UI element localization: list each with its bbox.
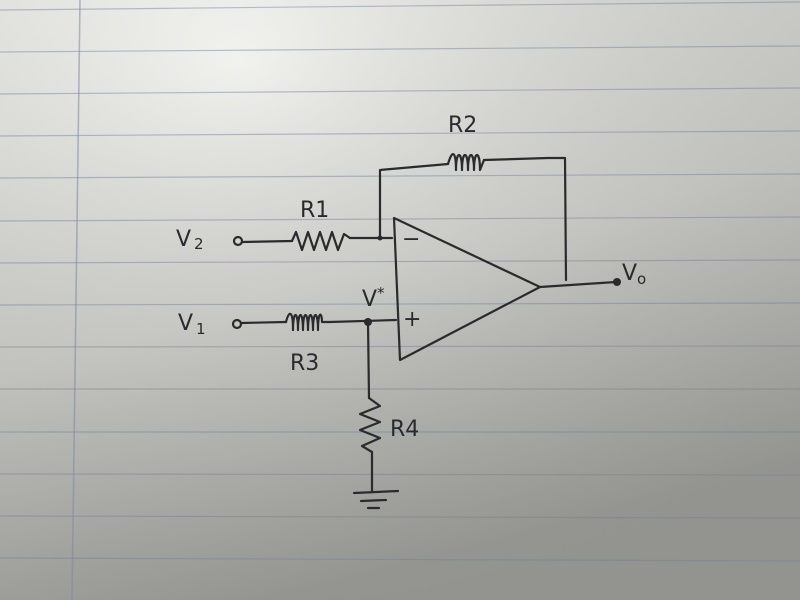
svg-text:*: * <box>377 284 385 302</box>
v1-label: V 1 <box>178 311 206 338</box>
opamp-triangle <box>392 216 542 362</box>
v-star-label: V * <box>362 284 385 312</box>
v2-wire <box>240 239 294 244</box>
r1-label: R1 <box>300 198 329 223</box>
svg-text:1: 1 <box>196 320 206 338</box>
inverting-input-sign: − <box>402 227 420 252</box>
svg-text:2: 2 <box>194 235 204 253</box>
svg-text:V: V <box>622 261 637 286</box>
resistor-r1 <box>290 230 352 252</box>
feedback-path <box>378 156 568 282</box>
noninverting-input-sign: + <box>403 307 421 332</box>
r3-label: R3 <box>290 351 319 376</box>
v1-wire <box>239 320 288 325</box>
svg-text:V: V <box>176 227 191 252</box>
r2-label: R2 <box>448 113 477 138</box>
ruled-lines <box>0 1 800 562</box>
resistor-r3 <box>284 312 332 332</box>
node-to-r4-wire <box>366 320 371 400</box>
v2-label: V 2 <box>176 227 204 253</box>
svg-text:V: V <box>362 287 377 312</box>
output-terminal <box>613 278 621 286</box>
resistor-r2 <box>446 153 486 172</box>
output-wire <box>538 280 618 289</box>
svg-text:o: o <box>637 270 646 288</box>
vo-label: V o <box>622 261 646 288</box>
r4-label: R4 <box>390 417 419 442</box>
inverting-node <box>377 235 383 241</box>
r3-to-noninverting-wire <box>328 318 398 324</box>
margin-line <box>71 0 81 600</box>
svg-text:V: V <box>178 311 193 336</box>
ground-icon <box>352 489 400 510</box>
resistor-r4 <box>358 396 382 454</box>
